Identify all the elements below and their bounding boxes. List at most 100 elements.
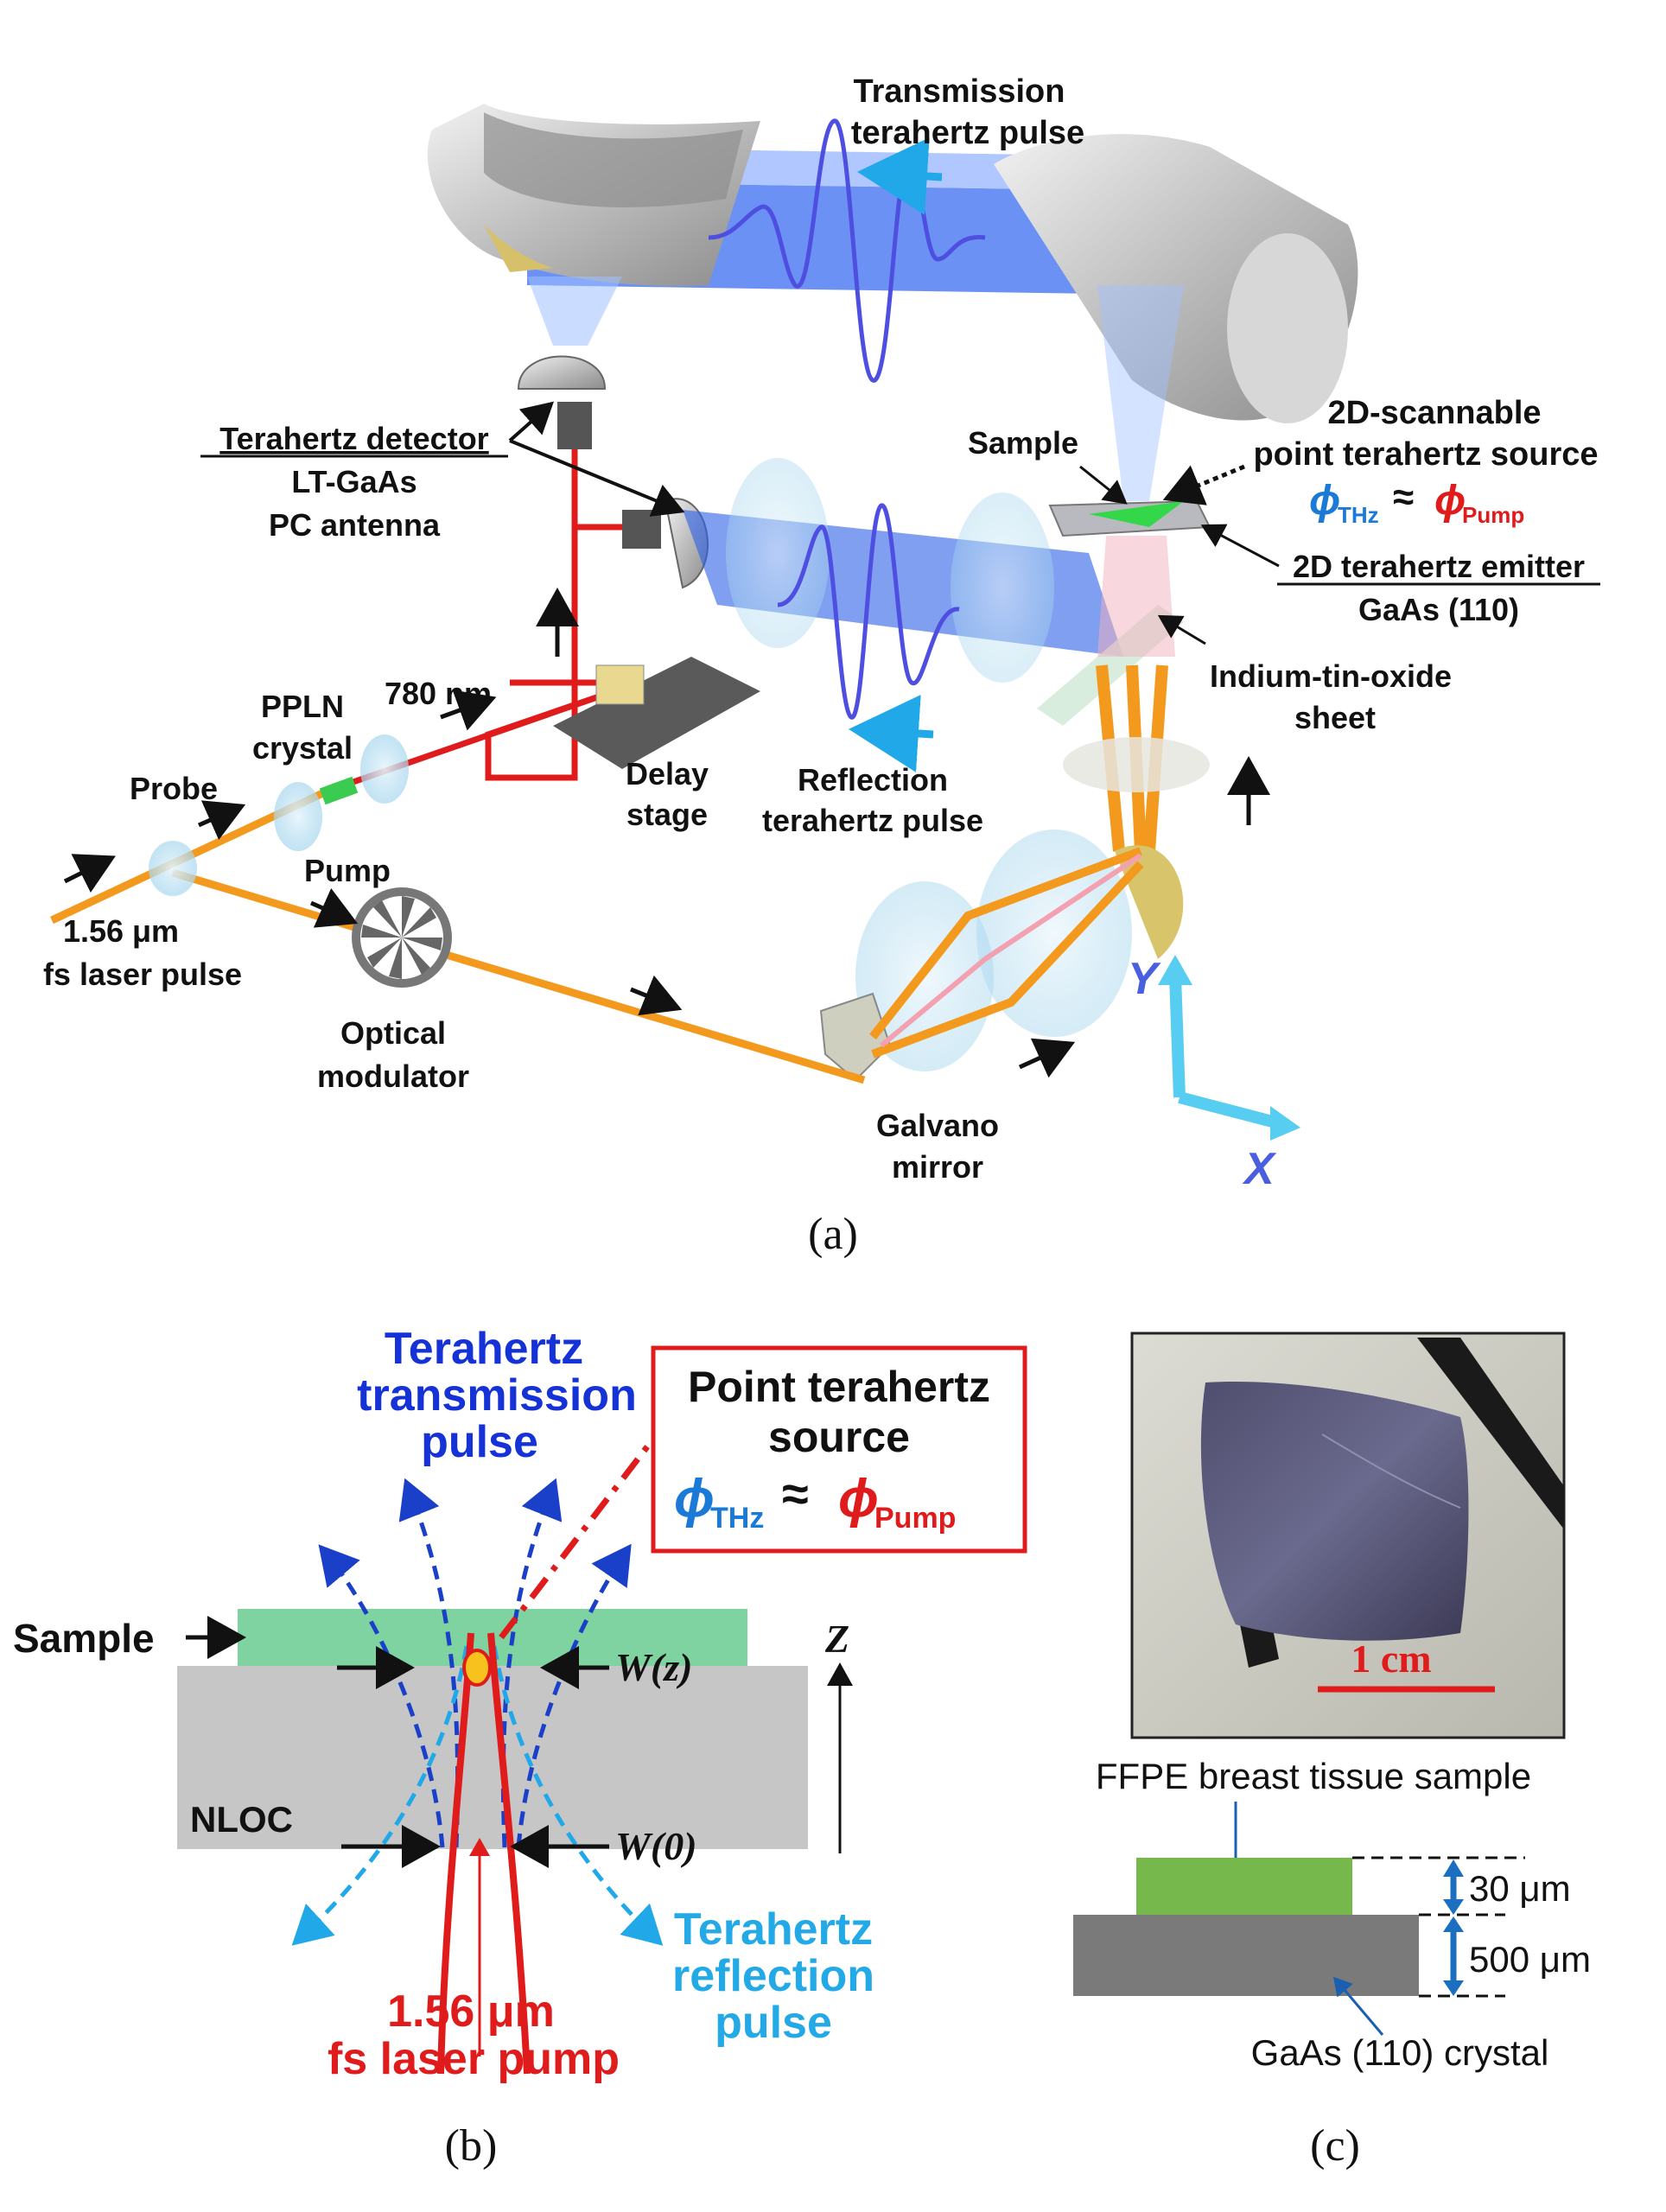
galvano-label-2: mirror <box>892 1149 983 1185</box>
w0-label: W(0) <box>615 1824 697 1868</box>
refl-pulse-label-3: pulse <box>715 1998 832 2048</box>
nloc-label: NLOC <box>190 1799 293 1840</box>
thick-500-head-bottom <box>1443 1980 1464 1996</box>
thick-500-head-top <box>1443 1916 1464 1932</box>
approx-a: ≈ <box>1393 476 1414 518</box>
point-source-box <box>651 1345 1027 1554</box>
axis-x-line <box>1178 1091 1281 1129</box>
panel-b: Terahertz transmission pulse Point terah… <box>13 1324 1027 2171</box>
probe-lens <box>149 841 197 896</box>
galvano-pink-beams <box>880 853 1142 1048</box>
phi-pump-sub-a: Pump <box>1462 502 1524 528</box>
phi-pump-sub-b: Pump <box>874 1502 956 1535</box>
trans-curve-outer-right <box>516 1543 632 1848</box>
trans-pulse-label-1: Terahertz <box>385 1324 583 1374</box>
panel-a: Transmission terahertz pulse 2D-scannabl… <box>43 73 1600 1259</box>
caption-c: (c) <box>1310 2121 1360 2171</box>
crystal-layer-c <box>1073 1915 1419 1996</box>
tissue-sample-photo <box>1200 1382 1469 1641</box>
upper-detector-mirror <box>517 355 607 390</box>
ito-pointer <box>1157 614 1206 645</box>
reflection-lens-right <box>951 493 1054 683</box>
delay-label-1: Delay <box>626 756 709 791</box>
phi-thz-b: ϕ <box>674 1469 715 1529</box>
phi-equation-a: ϕ THz ≈ ϕ Pump <box>1309 476 1524 528</box>
lens-vertical <box>1063 737 1210 792</box>
emitter-label-2: GaAs (110) <box>1358 592 1519 627</box>
reflection-wave <box>777 503 960 720</box>
axis-x-label: X <box>1242 1144 1277 1194</box>
laser-label-2: fs laser pulse <box>43 957 242 992</box>
caption-b: (b) <box>445 2121 498 2171</box>
ffpe-label: FFPE breast tissue sample <box>1096 1756 1531 1796</box>
arrow-780 <box>440 690 497 731</box>
ito-label-2: sheet <box>1294 700 1376 735</box>
tape-strip-right <box>1417 1338 1564 1529</box>
phi-equation-b: ϕ THz ≈ ϕ Pump <box>674 1466 956 1535</box>
refl-pulse-label-1: Terahertz <box>674 1904 873 1955</box>
transmission-direction-arrow <box>857 137 943 215</box>
ppln-lens-left <box>274 782 322 851</box>
trans-pulse-label-3: pulse <box>421 1417 538 1467</box>
phi-thz-a: ϕ <box>1309 478 1340 524</box>
trans-curve-inner-right <box>500 1478 563 1848</box>
transmission-label-1: Transmission <box>854 73 1065 110</box>
detector-pointer-2 <box>509 439 685 517</box>
galvano-orange-beams <box>869 847 1142 1040</box>
crystal-pointer <box>1333 1976 1384 2036</box>
probe-label: Probe <box>130 771 218 806</box>
galvano-orange-beams-2 <box>871 861 1144 1058</box>
axis-y-head <box>1158 955 1192 985</box>
left-mirror-gold <box>484 225 553 272</box>
source-dashdot <box>499 1432 659 1640</box>
trans-pulse-label-2: transmission <box>357 1370 637 1421</box>
refl-curve-left <box>291 1645 469 1946</box>
focus-spot <box>462 1649 492 1687</box>
reflection-label-1: Reflection <box>798 762 948 798</box>
ppln-lens-right <box>360 734 409 804</box>
tissue-layer-c <box>1136 1858 1352 1915</box>
lower-detector-body <box>622 510 661 549</box>
source-pointer <box>1162 464 1245 505</box>
delay-stage-retro <box>595 664 645 705</box>
laser-label-1: 1.56 μm <box>63 913 179 949</box>
wavelength-780-label: 780 nm <box>385 676 492 711</box>
thick-30-label: 30 μm <box>1469 1868 1571 1909</box>
sample-pointer <box>1079 465 1128 505</box>
detector-label-3: PC antenna <box>269 507 441 543</box>
trans-curve-inner-left <box>398 1478 461 1848</box>
left-mirror-face <box>484 112 743 207</box>
phi-pump-b: ϕ <box>838 1469 879 1529</box>
emitter-pointer <box>1200 524 1280 568</box>
right-mirror-end <box>1227 233 1348 423</box>
axis-y-line <box>1169 976 1186 1098</box>
axis-x-head <box>1270 1106 1300 1141</box>
thick-30-head-top <box>1443 1859 1464 1877</box>
wz-label: W(z) <box>615 1645 692 1689</box>
point-source-label-1: Point terahertz <box>688 1363 990 1411</box>
galvano-label-1: Galvano <box>876 1108 999 1143</box>
caption-a: (a) <box>808 1210 858 1259</box>
arrow-pump <box>309 887 359 928</box>
transmission-label-2: terahertz pulse <box>851 115 1084 151</box>
z-axis-label: Z <box>824 1617 849 1661</box>
scannable-label-1: 2D-scannable <box>1327 395 1541 431</box>
sample-triangle <box>1089 501 1184 527</box>
point-source-label-2: source <box>768 1413 910 1461</box>
galvano-lens-1 <box>976 830 1132 1037</box>
pump-orange-line <box>171 868 866 1084</box>
reflection-label-2: terahertz pulse <box>762 803 983 838</box>
refl-curve-right <box>492 1645 664 1946</box>
arrow-probe <box>197 800 246 841</box>
arrow-galvano <box>1018 1038 1076 1078</box>
thick-500-label: 500 μm <box>1469 1939 1591 1980</box>
pump-beam-right <box>487 1632 531 2075</box>
phi-thz-sub-b: THz <box>710 1502 764 1535</box>
scale-bar-label: 1 cm <box>1351 1637 1431 1681</box>
refl-pulse-label-2: reflection <box>672 1951 874 2001</box>
ppln-label-1: PPLN <box>261 689 344 724</box>
pump-label-a: Pump <box>304 853 391 888</box>
arrow-laser-in <box>63 854 116 893</box>
axis-y-label: Y <box>1128 954 1161 1004</box>
crystal-label: GaAs (110) crystal <box>1251 2032 1549 2073</box>
